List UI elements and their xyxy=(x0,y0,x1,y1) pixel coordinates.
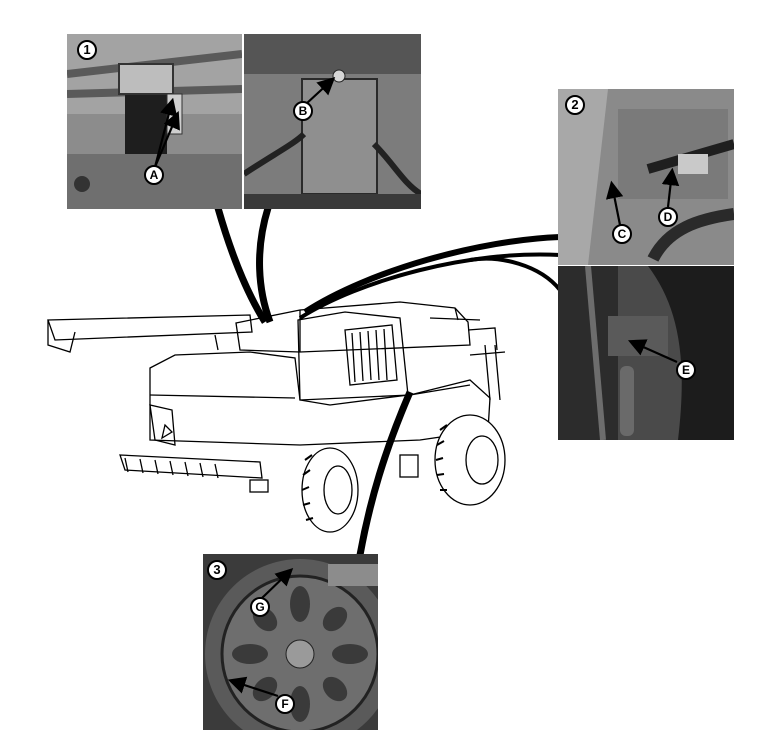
panel-number-badge: 1 xyxy=(77,40,97,60)
panel-number-badge: 2 xyxy=(565,95,585,115)
callout-label: E xyxy=(676,360,696,380)
reservoir-tank xyxy=(301,78,378,195)
panel-1-scene xyxy=(67,34,242,209)
callout-label: F xyxy=(275,694,295,714)
callout-label: B xyxy=(293,101,313,121)
combine-body xyxy=(149,351,491,446)
arrow-E xyxy=(627,339,678,364)
arrow-A2 xyxy=(153,97,178,168)
panel-2b-scene xyxy=(558,266,734,440)
arrow-D xyxy=(661,167,680,208)
connector-panel2c-to-engine xyxy=(469,256,562,292)
header xyxy=(119,454,263,479)
arrow-G xyxy=(261,567,294,599)
arrow-F xyxy=(227,676,279,698)
panel-1b-scene xyxy=(244,34,421,209)
panel-number-badge: 3 xyxy=(207,560,227,580)
callout-label: C xyxy=(612,224,632,244)
panel-2-scene xyxy=(558,89,734,265)
callout-label: D xyxy=(658,207,678,227)
callout-label: A xyxy=(144,165,164,185)
connector-panel1b-to-cab xyxy=(256,206,274,324)
connector-panel3-to-side xyxy=(356,390,414,556)
photo-panel-2 xyxy=(558,89,734,265)
connector-panel2b-to-engine xyxy=(298,252,561,320)
arrow-B xyxy=(305,77,336,105)
unloading-auger xyxy=(47,314,253,341)
cab-window xyxy=(344,324,398,386)
callout-label: G xyxy=(250,597,270,617)
rear-wheel xyxy=(434,414,506,506)
filter-canister xyxy=(125,89,167,169)
arrow-A xyxy=(153,110,180,168)
arrow-C xyxy=(605,180,624,226)
rear-axle-parts xyxy=(249,454,419,493)
photo-panel-1b xyxy=(244,34,421,209)
grain-tank xyxy=(235,301,471,353)
connector-panel2-to-engine xyxy=(303,234,561,315)
connector-panel1-to-cab xyxy=(214,207,268,324)
front-wheel xyxy=(301,447,359,533)
